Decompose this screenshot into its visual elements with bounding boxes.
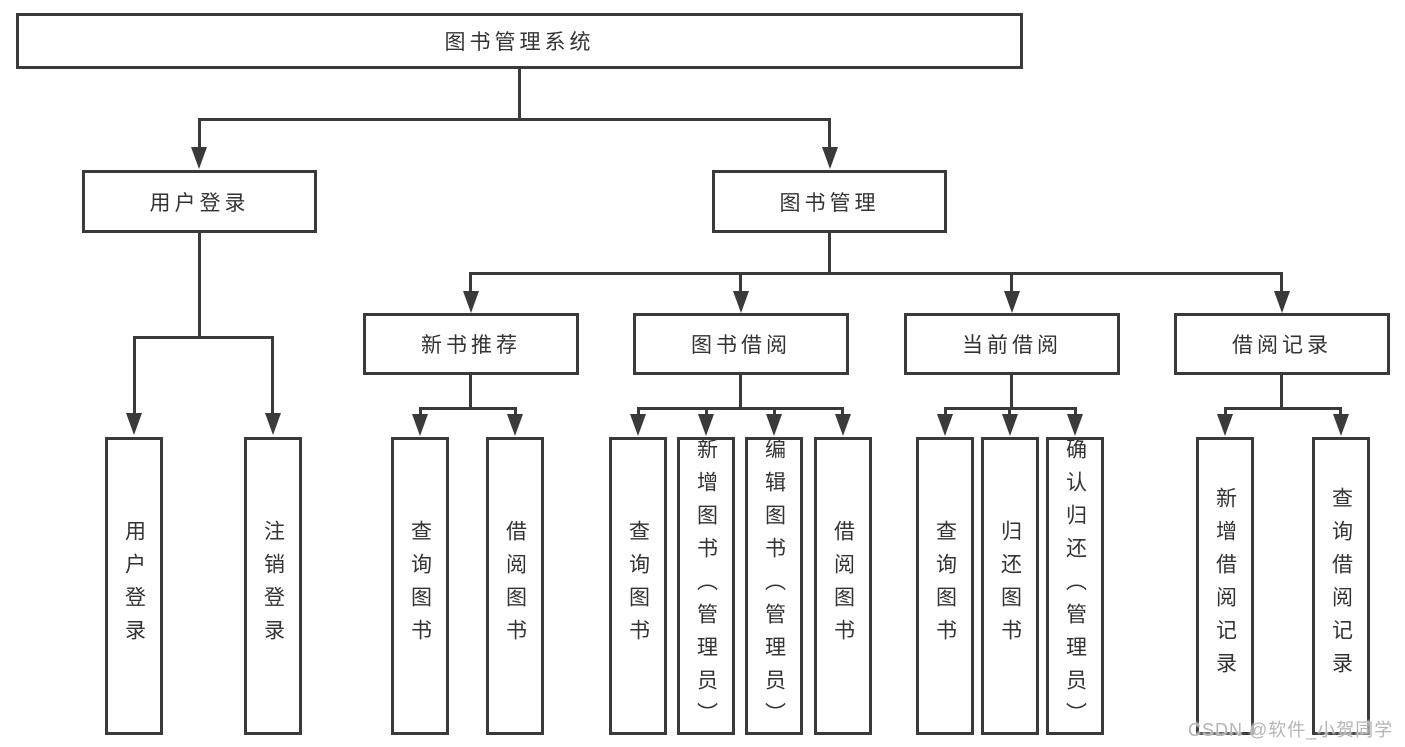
connector-level3-hline: [469, 272, 1283, 275]
connector-root-vline: [518, 69, 521, 118]
connector-br-vline: [1280, 375, 1283, 407]
arrowhead-down-icon: [630, 414, 646, 436]
node-new-book-recommend: 新书推荐: [363, 313, 579, 375]
arrowhead-down-icon: [1004, 291, 1020, 313]
node-root: 图书管理系统: [16, 13, 1023, 69]
leaf-nbr-query-books-label: 查询图书: [408, 520, 432, 652]
leaf-user-login-label: 用户登录: [122, 520, 146, 652]
connector-bb-vline: [739, 375, 742, 407]
leaf-bb-query-books-label: 查询图书: [626, 520, 650, 652]
leaf-bb-borrow-books-label: 借阅图书: [831, 520, 855, 652]
leaf-br-add-record: 新增借阅记录: [1196, 437, 1254, 735]
connector-level3-shaft: [739, 272, 742, 293]
leaf-logout-login: 注销登录: [244, 437, 302, 735]
connector-book-management-vline: [828, 233, 831, 272]
leaf-nbr-borrow-books: 借阅图书: [486, 437, 544, 735]
leaf-user-login: 用户登录: [105, 437, 163, 735]
arrowhead-down-icon: [1217, 414, 1233, 436]
connector-leaf-shaft: [1008, 407, 1011, 416]
connector-cb-vline: [1010, 375, 1013, 407]
leaf-br-query-record: 查询借阅记录: [1312, 437, 1370, 735]
connector-leaf-shaft: [1339, 407, 1342, 416]
node-book-management: 图书管理: [712, 170, 947, 233]
leaf-bb-query-books: 查询图书: [609, 437, 667, 735]
connector-leaf-shaft: [271, 336, 274, 415]
leaf-cb-confirm-return-admin-label: 确认归还（管理员）: [1063, 437, 1087, 735]
connector-nbr-hline: [419, 407, 516, 410]
connector-bb-hline: [637, 407, 844, 410]
leaf-cb-return-books-label: 归还图书: [998, 520, 1022, 652]
csdn-watermark: CSDN @软件_小贺同学: [1188, 720, 1394, 740]
arrowhead-down-icon: [1333, 414, 1349, 436]
arrowhead-down-icon: [1067, 414, 1083, 436]
node-book-borrow: 图书借阅: [633, 313, 849, 375]
leaf-cb-return-books: 归还图书: [981, 437, 1039, 735]
arrowhead-down-icon: [463, 291, 479, 313]
node-book-borrow-label: 图书借阅: [691, 334, 791, 357]
connector-leaf-shaft: [705, 407, 708, 416]
arrowhead-down-icon: [507, 414, 523, 436]
connector-br-hline: [1224, 407, 1342, 410]
node-borrow-record: 借阅记录: [1174, 313, 1390, 375]
leaf-br-add-record-label: 新增借阅记录: [1213, 487, 1237, 685]
node-user-login: 用户登录: [82, 170, 317, 233]
connector-level3-shaft: [1010, 272, 1013, 293]
node-current-borrow: 当前借阅: [904, 313, 1120, 375]
arrowhead-down-icon: [698, 414, 714, 436]
node-borrow-record-label: 借阅记录: [1232, 334, 1332, 357]
arrowhead-down-icon: [937, 414, 953, 436]
arrowhead-down-icon: [766, 414, 782, 436]
connector-leaf-shaft: [944, 407, 947, 416]
node-new-book-recommend-label: 新书推荐: [421, 334, 521, 357]
arrowhead-down-icon: [733, 291, 749, 313]
node-current-borrow-label: 当前借阅: [962, 334, 1062, 357]
connector-book-management-shaft: [828, 118, 831, 148]
node-book-management-label: 图书管理: [779, 191, 880, 215]
connector-user-login-shaft: [198, 118, 201, 148]
arrowhead-down-icon: [1002, 414, 1018, 436]
arrowhead-down-icon: [835, 414, 851, 436]
connector-user-login-hline: [133, 336, 274, 339]
leaf-nbr-query-books: 查询图书: [391, 437, 449, 735]
leaf-cb-query-books-label: 查询图书: [933, 520, 957, 652]
arrowhead-down-icon: [126, 413, 142, 435]
arrowhead-down-icon: [412, 414, 428, 436]
node-root-label: 图书管理系统: [444, 31, 595, 54]
leaf-bb-edit-books-admin-label: 编辑图书（管理员）: [762, 437, 786, 735]
leaf-logout-login-label: 注销登录: [261, 520, 285, 652]
connector-level3-shaft: [1280, 272, 1283, 293]
node-user-login-label: 用户登录: [149, 191, 250, 215]
leaf-br-query-record-label: 查询借阅记录: [1329, 487, 1353, 685]
connector-level2-hline: [198, 118, 831, 121]
connector-level3-shaft: [469, 272, 472, 293]
leaf-bb-add-books-admin-label: 新增图书（管理员）: [694, 437, 718, 735]
arrowhead-down-icon: [265, 413, 281, 435]
leaf-cb-query-books: 查询图书: [916, 437, 974, 735]
connector-nbr-vline: [469, 375, 472, 407]
arrowhead-down-icon: [822, 147, 838, 169]
leaf-bb-edit-books-admin: 编辑图书（管理员）: [745, 437, 803, 735]
connector-leaf-shaft: [419, 407, 422, 416]
connector-leaf-shaft: [1224, 407, 1227, 416]
leaf-nbr-borrow-books-label: 借阅图书: [503, 520, 527, 652]
leaf-bb-borrow-books: 借阅图书: [814, 437, 872, 735]
leaf-cb-confirm-return-admin: 确认归还（管理员）: [1046, 437, 1104, 735]
connector-leaf-shaft: [637, 407, 640, 416]
arrowhead-down-icon: [191, 147, 207, 169]
connector-leaf-shaft: [514, 407, 517, 416]
connector-leaf-shaft: [1074, 407, 1077, 416]
arrowhead-down-icon: [1274, 291, 1290, 313]
connector-leaf-shaft: [773, 407, 776, 416]
connector-user-login-vline: [198, 233, 201, 336]
connector-leaf-shaft: [841, 407, 844, 416]
leaf-bb-add-books-admin: 新增图书（管理员）: [677, 437, 735, 735]
connector-leaf-shaft: [133, 336, 136, 415]
